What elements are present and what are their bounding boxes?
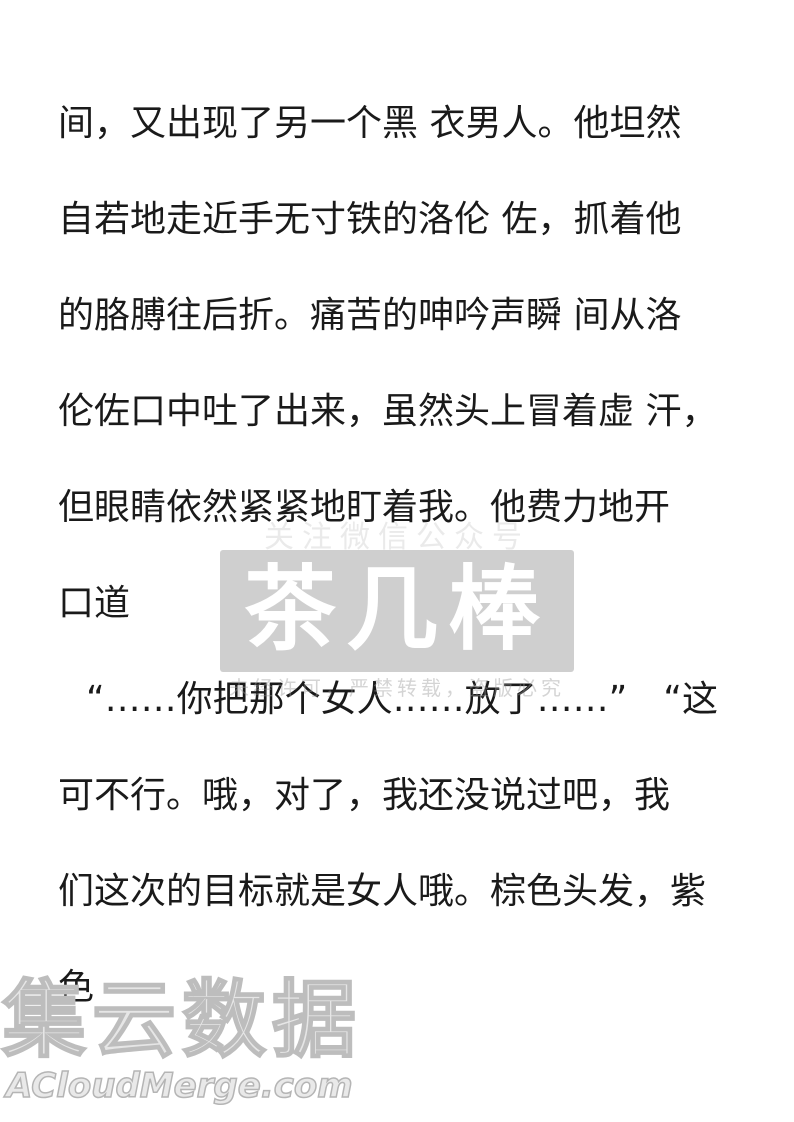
body-line-5: 但眼睛依然紧紧地盯着我。他费力地开 — [58, 487, 671, 528]
body-line-6: 口道 — [58, 583, 131, 624]
body-line-9: 们这次的目标就是女人哦。棕色头发，紫 — [58, 871, 707, 912]
body-line-3: 的胳膊往后折。痛苦的呻吟声瞬 间从洛 — [58, 295, 682, 336]
watermark-brand-box: 茶几棒 — [220, 550, 574, 672]
body-line-8: 可不行。哦，对了，我还没说过吧，我 — [58, 775, 671, 816]
body-line-7: “……你把那个女人……放了……” “这 — [86, 679, 718, 720]
body-line-1: 间，又出现了另一个黑 衣男人。他坦然 — [58, 103, 682, 144]
body-line-4: 伦佐口中吐了出来，虽然头上冒着虚 汗， — [58, 391, 718, 432]
corner-watermark-en: ACloudMerge.com — [5, 1065, 353, 1107]
watermark-brand-text: 茶几棒 — [243, 556, 550, 663]
center-watermark: 关注微信公众号 茶几棒 未经许可，严禁转载，盗版必究 — [214, 512, 580, 702]
body-line-10: 色 — [58, 967, 95, 1008]
corner-watermark-cn: 集云数据 — [1, 971, 363, 1069]
body-line-2: 自若地走近手无寸铁的洛伦 佐，抓着他 — [58, 199, 682, 240]
